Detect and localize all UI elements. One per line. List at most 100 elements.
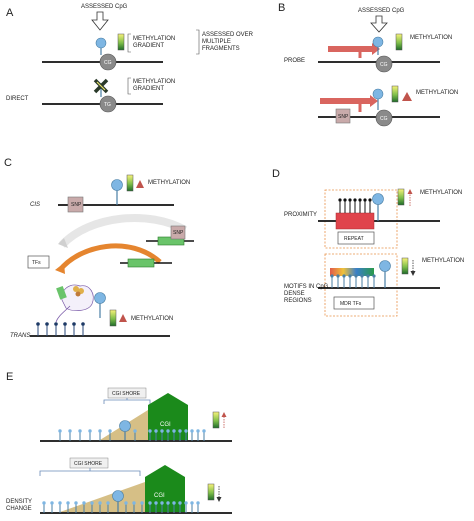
cgi-pin-head: [74, 501, 78, 505]
cgi-pin-head: [90, 501, 94, 505]
gene-block: [127, 258, 155, 268]
methylation-gradient-bar: [395, 33, 403, 51]
trans-pin-head: [36, 322, 40, 326]
bracket: [127, 33, 131, 53]
repeat-pin-head: [343, 198, 347, 202]
motif-pin-head: [354, 274, 358, 278]
cgi-pin-head: [190, 429, 194, 433]
bracket: [127, 77, 131, 95]
panel-d-letter: D: [272, 168, 280, 180]
motif-pin-head: [330, 274, 334, 278]
down-arrow-icon: [370, 15, 388, 33]
cgi-pin-head: [196, 429, 200, 433]
cis-label: CIS: [30, 202, 40, 208]
panel-a-letter: A: [6, 7, 14, 19]
cgi-pin-head: [66, 501, 70, 505]
shore-shape: [60, 482, 145, 512]
down-arrow-head: [410, 271, 416, 276]
trans-pin-head: [45, 322, 49, 326]
repeat-pin-head: [368, 198, 372, 202]
tfs-box: [27, 255, 50, 269]
mdr-tfs-label: MDR TFs: [340, 301, 362, 307]
snp-label-c2: SNP: [173, 230, 184, 236]
motif-pin-head: [342, 274, 346, 278]
cgi-pin-head: [202, 429, 206, 433]
cgi-pin-head: [172, 501, 176, 505]
repeat-pin-head: [348, 198, 352, 202]
methylation-gradient-bar: [401, 257, 409, 275]
cgi-shore-box: [69, 457, 109, 469]
methyl-lollipop: [379, 260, 391, 272]
cgi-pin-head: [58, 501, 62, 505]
mdr-tfs-box: [333, 296, 375, 310]
cg-node: [375, 55, 393, 73]
probe-arrow: [328, 43, 380, 55]
motif-cpg-pins: [330, 274, 376, 288]
methyl-lollipop: [94, 292, 106, 304]
methylation-label-c2: METHYLATION: [131, 316, 173, 322]
methylation-label-d2: METHYLATION: [422, 258, 464, 264]
tg-node-label: TG: [104, 102, 111, 108]
motif-pin-head: [336, 274, 340, 278]
repeat-pin-head: [358, 198, 362, 202]
methyl-lollipop: [95, 37, 107, 49]
arc-head: [55, 263, 65, 274]
repeat-label: REPEAT: [344, 236, 364, 242]
cgi-pin-head: [50, 501, 54, 505]
cgi-label-2: CGI: [154, 493, 165, 499]
snp-box: [67, 196, 84, 213]
trans-pin-head: [63, 322, 67, 326]
methyl-lollipop: [372, 193, 384, 205]
cgi-pin-head: [154, 429, 158, 433]
methylation-label-b2: METHYLATION: [416, 90, 458, 96]
snp-box: [170, 225, 186, 240]
shore-bracket: [103, 398, 151, 404]
motif-pin-head: [366, 274, 370, 278]
cgi-pin-head: [172, 429, 176, 433]
cgi-pin-head: [184, 501, 188, 505]
trans-pin-head: [54, 322, 58, 326]
cgi-shape: [148, 393, 188, 440]
probe-label: PROBE: [284, 58, 305, 64]
up-arrow-head: [221, 412, 227, 417]
methylation-gradient-bar: [207, 483, 215, 501]
triangle-icon: [402, 92, 412, 101]
cgi-pin-head: [42, 501, 46, 505]
motif-pin-head: [360, 274, 364, 278]
down-arrow-head: [216, 497, 222, 502]
cgi-pin-head: [98, 429, 102, 433]
cgi-pin-head: [196, 501, 200, 505]
cg-node: [99, 53, 117, 71]
cgi-pin-head: [166, 429, 170, 433]
cg-node-label-b1: CG: [380, 62, 388, 68]
panel-c-letter: C: [4, 157, 12, 169]
tg-node: [99, 95, 117, 113]
repeat-box: [337, 231, 375, 245]
interaction-arc: [58, 243, 162, 272]
motif-pin-head: [372, 274, 376, 278]
cgi-shape: [145, 465, 185, 512]
cgi-cpg-pins-upper: [58, 429, 206, 441]
cgi-pin-head: [154, 501, 158, 505]
methyl-lollipop: [119, 420, 131, 432]
panel-b: B ASSESSED CpG PROBE CG METHYLATION SNP …: [278, 2, 458, 127]
repeat-pin-head: [363, 198, 367, 202]
cgi-shore-label-2: CGI SHORE: [74, 461, 103, 467]
cgi-pin-head: [140, 501, 144, 505]
tfs-label: TFs: [32, 260, 41, 266]
cgi-pin-head: [132, 501, 136, 505]
bracket: [196, 29, 200, 55]
repeat-pin-head: [353, 198, 357, 202]
cgi-pin-head: [58, 429, 62, 433]
cgi-shore-label-1: CGI SHORE: [112, 391, 141, 397]
methyl-lollipop: [372, 88, 384, 100]
cg-node-label-b2: CG: [380, 116, 388, 122]
